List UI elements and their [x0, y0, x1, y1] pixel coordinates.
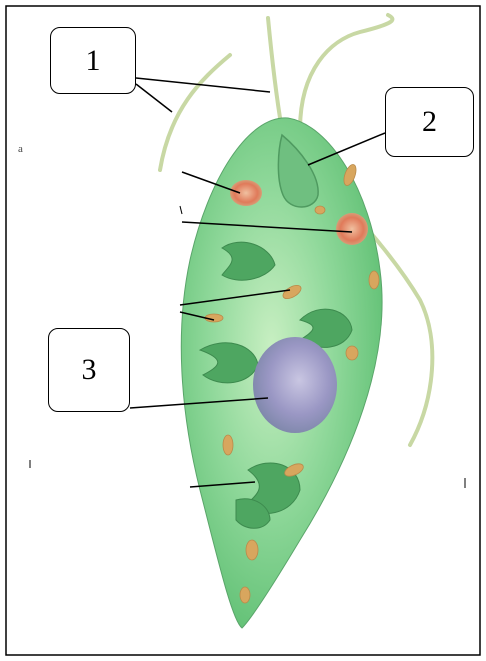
- label-box-3: 3: [48, 328, 130, 412]
- paramylon-granule: [346, 346, 358, 360]
- tick-mark: [180, 206, 182, 214]
- leader-line-1b: [136, 84, 172, 112]
- flagellum-long: [300, 15, 392, 130]
- eyespot: [230, 180, 262, 206]
- label-box-2: 2: [385, 87, 474, 157]
- paramylon-granule: [223, 435, 233, 455]
- paramylon-granule: [246, 540, 258, 560]
- label-box-1: 1: [50, 27, 136, 94]
- paramylon-granule: [240, 587, 250, 603]
- nucleus: [253, 337, 337, 433]
- label-text-1: 1: [86, 44, 101, 78]
- flagellum-short: [268, 18, 282, 130]
- label-text-3: 3: [82, 353, 97, 387]
- paramylon-granule: [369, 271, 379, 289]
- paramylon-granule: [315, 206, 325, 214]
- flagellum-trailing: [160, 55, 230, 170]
- contractile-vacuole: [336, 213, 368, 245]
- stray-mark: a: [18, 143, 23, 155]
- label-text-2: 2: [422, 105, 437, 139]
